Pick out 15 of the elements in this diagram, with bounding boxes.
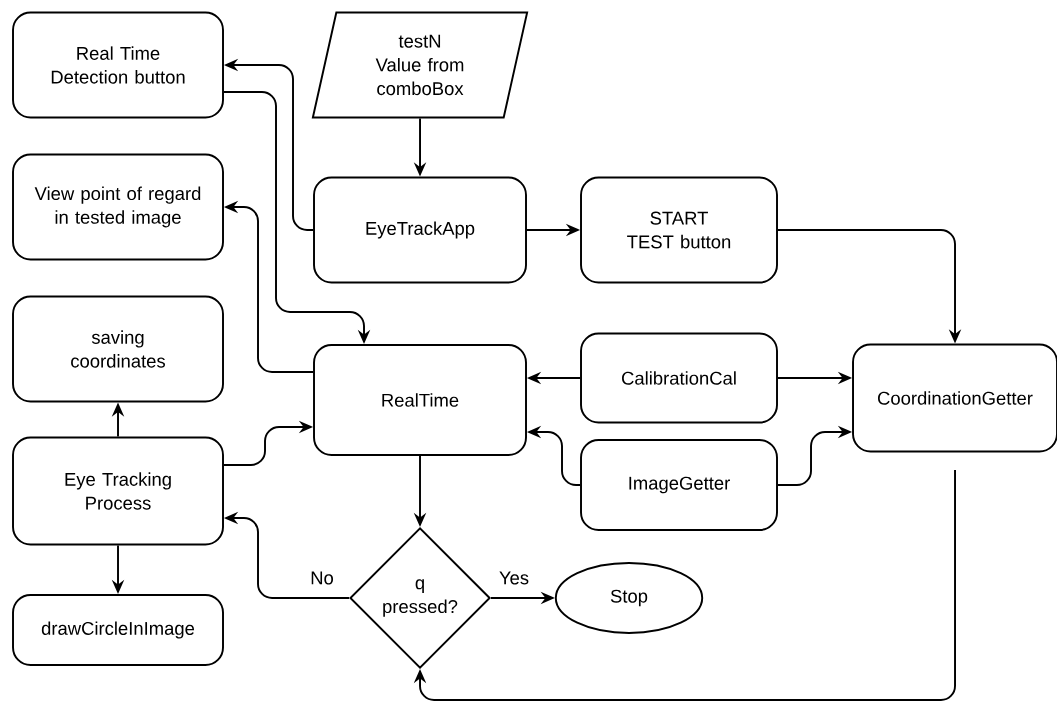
arrow: [413, 469, 956, 701]
process-box: saving coordinates: [12, 295, 224, 403]
process-box: EyeTrackApp: [313, 176, 527, 284]
input-parallelogram: testN Value from comboBox: [311, 11, 529, 119]
process-box: ImageGetter: [580, 439, 778, 531]
edge-label: Yes: [497, 569, 531, 587]
process-box: Eye Tracking Process: [12, 436, 224, 546]
process-box: Real Time Detection button: [12, 11, 224, 119]
process-box: START TEST button: [580, 176, 778, 284]
process-box: CoordinationGetter: [852, 343, 1057, 453]
edge-label: No: [308, 569, 336, 587]
process-box: CalibrationCal: [580, 332, 778, 424]
process-box: drawCircleInImage: [12, 594, 224, 666]
process-box: RealTime: [313, 344, 527, 456]
process-box: View point of regard in tested image: [12, 153, 224, 261]
